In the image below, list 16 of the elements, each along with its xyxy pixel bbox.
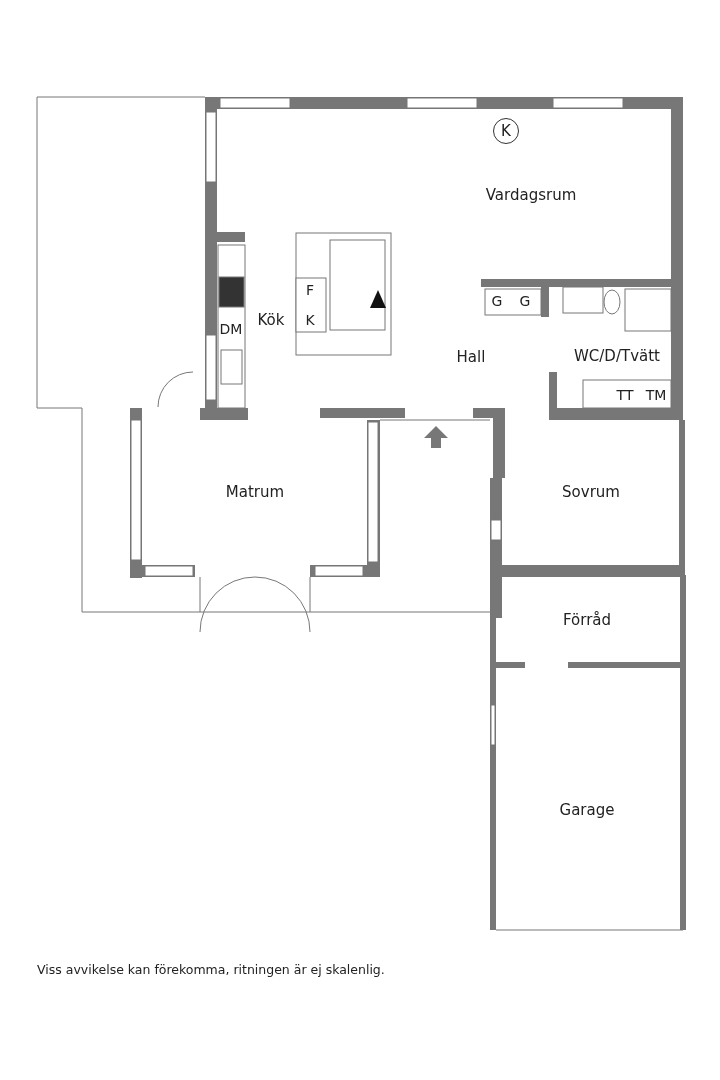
disclaimer-note: Viss avvikelse kan förekomma, ritningen är ej skalenlig.	[37, 962, 385, 977]
room-label: Förråd	[562, 611, 612, 629]
fixture-label: K	[305, 311, 315, 329]
fixture-label: G	[519, 292, 531, 310]
fixture-label: G	[491, 292, 503, 310]
fixture-label: TT	[616, 386, 634, 404]
room-label: Sovrum	[562, 483, 620, 501]
room-label: Kök	[257, 311, 285, 329]
room-label: Hall	[456, 348, 486, 366]
room-label: WC/D/Tvätt	[574, 347, 660, 365]
room-label: Vardagsrum	[485, 186, 577, 204]
room-label: Matrum	[225, 483, 285, 501]
fixture-label: F	[305, 281, 315, 299]
fixture-label: DM	[219, 320, 243, 338]
fixture-label: TM	[645, 386, 667, 404]
room-label: Garage	[559, 801, 615, 819]
